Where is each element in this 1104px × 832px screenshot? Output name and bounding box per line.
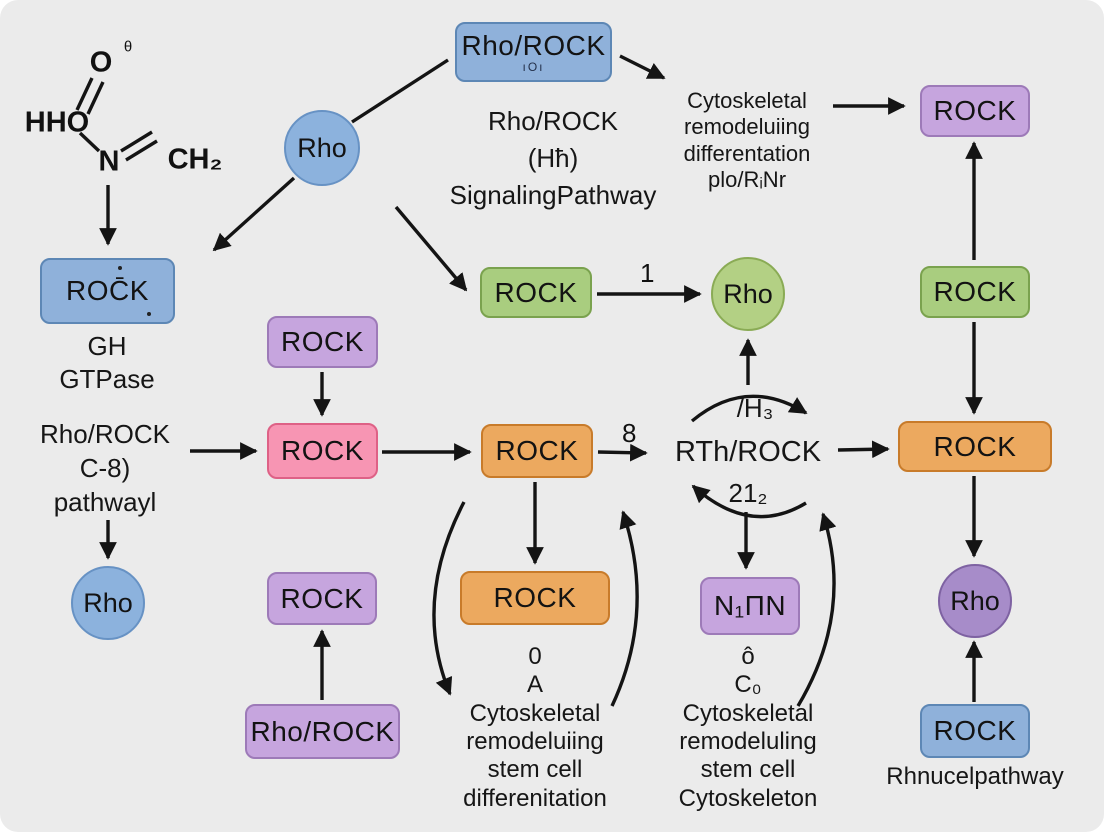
arrow-box-to-cyto bbox=[619, 54, 666, 80]
bond bbox=[86, 81, 105, 115]
edge-label-8: 8 bbox=[622, 418, 637, 448]
node-rock-blue-bottomright: ROCK bbox=[920, 704, 1030, 758]
edge-label-1: 1 bbox=[640, 258, 655, 288]
node-rock-green-right: ROCK bbox=[920, 266, 1030, 318]
node-rho-green: Rho bbox=[711, 257, 785, 331]
bond bbox=[75, 77, 94, 111]
node-rock-orange-center: ROCK bbox=[481, 424, 593, 478]
arc-center-up bbox=[610, 510, 639, 707]
node-rock-pink: ROCK bbox=[267, 423, 378, 479]
text-gtpase: GH GTPase bbox=[59, 331, 155, 394]
node-label: Rho bbox=[723, 278, 773, 309]
arrow-rho-to-rockleft bbox=[212, 176, 296, 252]
node-rho-purple: Rho bbox=[938, 564, 1012, 638]
arc-over-rth bbox=[690, 394, 808, 423]
text-rhnucelpathway: Rhnucelpathway bbox=[886, 763, 1064, 790]
node-label: Rho bbox=[297, 132, 347, 163]
node-label: Rho/ROCK bbox=[250, 715, 395, 747]
text-cytoskeletal-topright: Cytoskeletal remodeluiing differentation… bbox=[683, 88, 811, 193]
bond bbox=[125, 139, 158, 162]
node-rock-green-center: ROCK bbox=[480, 267, 592, 318]
node-label: ROCK bbox=[493, 582, 577, 613]
atom-n: N bbox=[98, 145, 120, 178]
node-label: ROCK bbox=[495, 435, 579, 466]
text-cytoskeletal-bottom-center: 0 A Cytoskeletal remodeluiing stem cell … bbox=[463, 643, 607, 812]
bond bbox=[78, 131, 101, 153]
node-label: ROCK bbox=[933, 95, 1017, 126]
node-label: Rho bbox=[950, 585, 1000, 616]
arc-left-down bbox=[432, 501, 466, 696]
node-rho-top: Rho bbox=[284, 110, 360, 186]
atom-hho: HHO bbox=[24, 106, 90, 139]
node-label: ROCK bbox=[281, 326, 364, 357]
text-signaling-pathway: Rho/ROCK (Hħ) SignalingPathway bbox=[449, 106, 657, 210]
atom-ch2: CH₂ bbox=[167, 143, 223, 176]
node-label: ROCK bbox=[280, 582, 364, 614]
node-rock-purple-bottomleft: ROCK bbox=[267, 572, 377, 625]
node-rho-left: Rho bbox=[71, 566, 145, 640]
node-sublabel: ıOı bbox=[522, 60, 545, 74]
atom-o: O bbox=[89, 46, 113, 79]
node-label: Rho/ROCK bbox=[461, 30, 606, 61]
arc-under-rth bbox=[691, 484, 807, 519]
text-cytoskeletal-bottom-right: ô C₀ Cytoskeletal remodeluling stem cell… bbox=[678, 643, 818, 812]
node-nin: N₁ΠN bbox=[700, 577, 800, 635]
node-label: ROCK bbox=[281, 435, 364, 466]
node-label: ROCK bbox=[933, 430, 1017, 462]
text-212: 21₂ bbox=[728, 478, 768, 508]
node-label: N₁ΠN bbox=[713, 590, 787, 621]
node-rock-orange-right: ROCK bbox=[898, 421, 1052, 472]
atom-superscript: θ bbox=[123, 38, 133, 56]
arrow-diag-to-greenrock bbox=[394, 205, 468, 292]
arrows bbox=[75, 54, 983, 707]
node-rock-orange-bottom: ROCK bbox=[460, 571, 610, 625]
text-pathway-left: Rho/ROCK C-8) pathwayl bbox=[39, 419, 171, 517]
node-label: ROCK bbox=[933, 715, 1017, 746]
line-rho-to-rhorock bbox=[351, 58, 449, 124]
node-rock-purple-topright: ROCK bbox=[920, 85, 1030, 137]
arrow-rth-to-orangeright bbox=[837, 440, 890, 459]
bond bbox=[120, 130, 153, 153]
node-label: Rho bbox=[83, 587, 133, 618]
node-rho-rock-bottomleft: Rho/ROCK bbox=[245, 704, 400, 759]
node-label: ROCK bbox=[494, 276, 578, 308]
node-label: ROCK bbox=[933, 276, 1017, 307]
text-h3: /H₃ bbox=[736, 393, 774, 423]
text-rth-rock: RTh/ROCK bbox=[674, 436, 822, 468]
arrow-orange-to-rth bbox=[597, 443, 648, 462]
node-rho-rock-top: Rho/ROCK ıOı bbox=[455, 22, 612, 82]
arc-right-up bbox=[796, 512, 837, 707]
node-label: ROC̄K bbox=[66, 275, 149, 306]
node-rock-blue-left: ROC̄K bbox=[40, 258, 175, 324]
node-rock-purple-mid: ROCK bbox=[267, 316, 378, 368]
